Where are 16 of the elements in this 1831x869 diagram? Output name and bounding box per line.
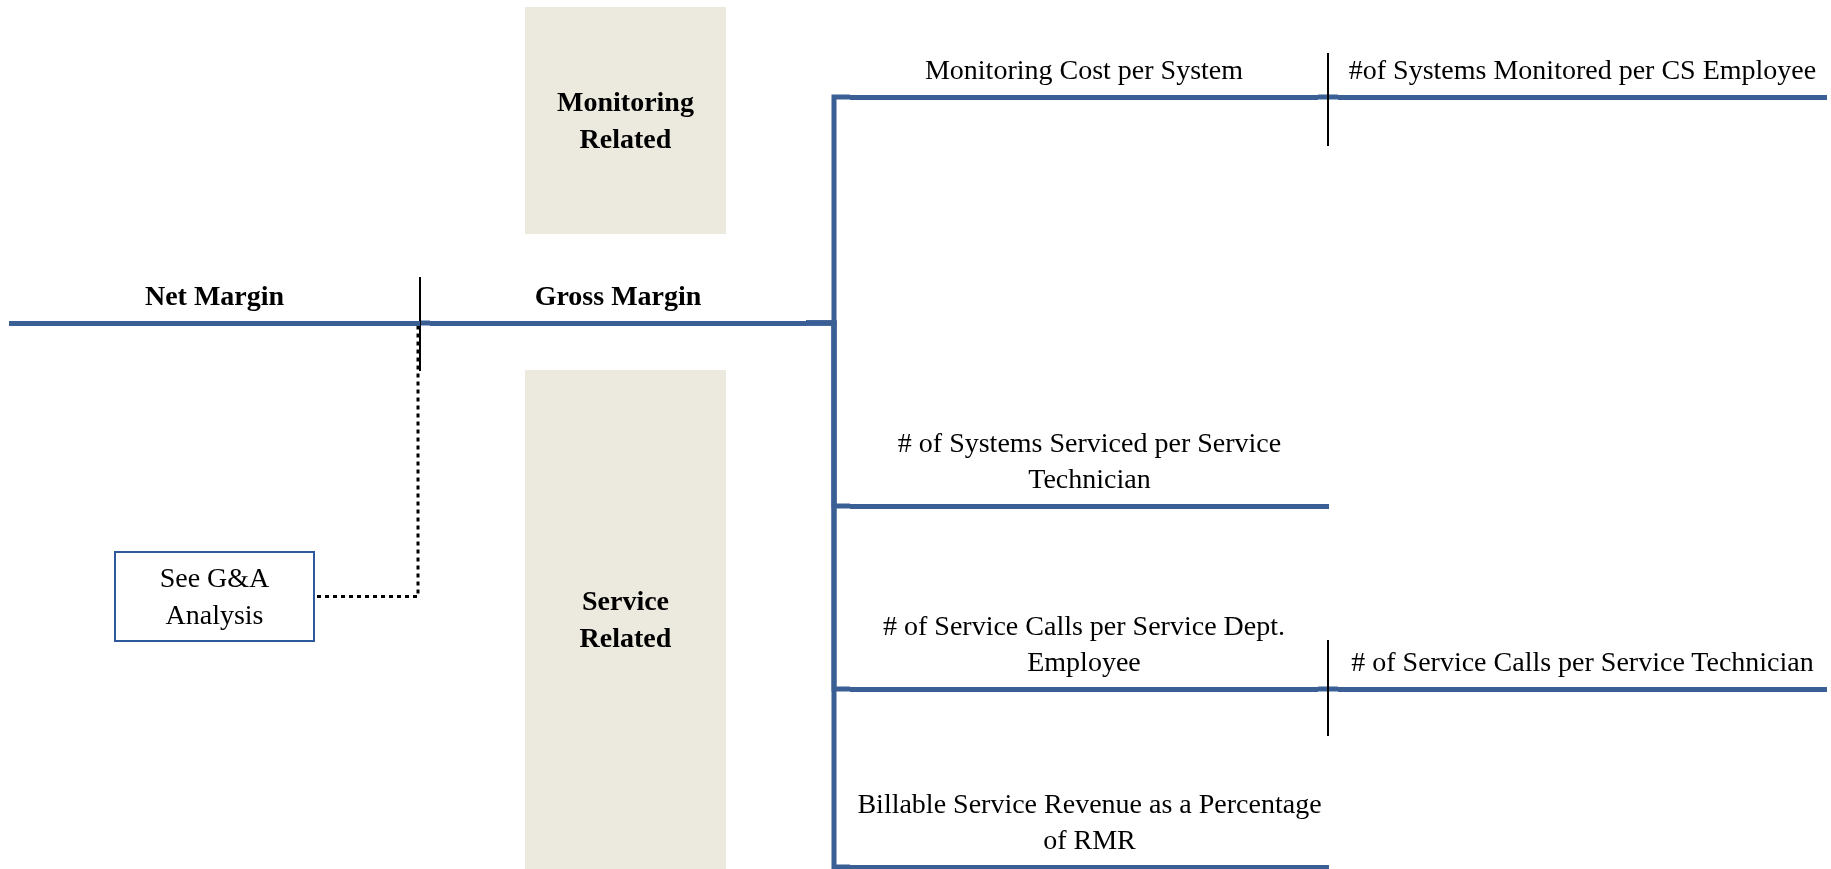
metric-label: #of Systems Monitored per CS Employee: [1338, 2, 1827, 100]
dotted-connector: [315, 325, 420, 598]
category-box: Service Related: [525, 370, 726, 869]
metric-label: # of Service Calls per Service Technician: [1338, 594, 1827, 692]
metric-label: # of Systems Serviced per Service Technician: [850, 411, 1329, 509]
metric-label: Net Margin: [9, 260, 420, 326]
branch-line: [1318, 686, 1338, 692]
metric-label: Billable Service Revenue as a Percentage of RMR: [850, 772, 1329, 869]
metric-label: # of Service Calls per Service Dept. Employee: [850, 594, 1318, 692]
metric-label: Monitoring Cost per System: [850, 34, 1318, 100]
branch-line: [806, 320, 850, 869]
branch-line: [420, 320, 430, 326]
category-box: Monitoring Related: [525, 7, 726, 234]
note-box: See G&A Analysis: [114, 551, 315, 642]
branch-line: [1318, 94, 1338, 100]
metric-label: Gross Margin: [430, 260, 806, 326]
